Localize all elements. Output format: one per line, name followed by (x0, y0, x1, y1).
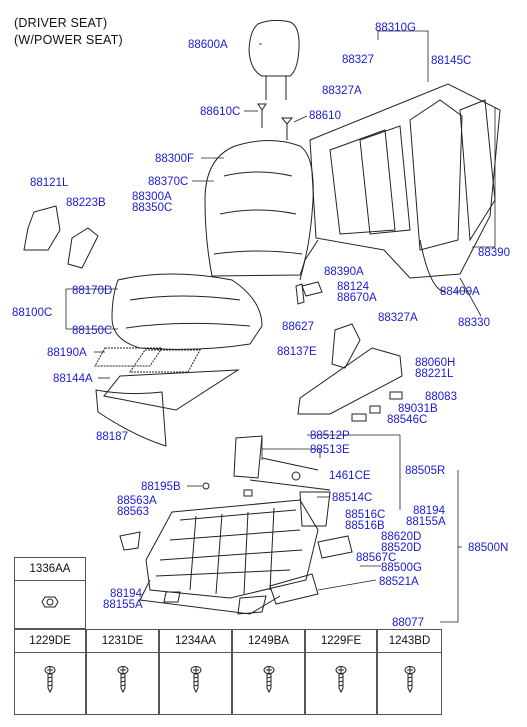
nut-icon (41, 596, 59, 608)
fastener-cell-1249ba: 1249BA (232, 629, 305, 715)
part-label-89031b: 89031B (398, 403, 438, 415)
headrest-drawing (248, 19, 300, 77)
part-label-88505r: 88505R (405, 465, 446, 477)
part-label-88610c: 88610C (200, 106, 241, 118)
fastener-code: 1243BD (378, 630, 441, 653)
part-label-88223b: 88223B (66, 197, 106, 209)
part-label-88100c: 88100C (12, 307, 53, 319)
seat-back-frame-drawing (309, 83, 501, 279)
part-label-88563a: 88563A (117, 495, 157, 507)
part-label-88155a: 88155A (406, 516, 446, 528)
part-label-88137e: 88137E (277, 346, 317, 358)
fastener-code: 1229DE (15, 630, 85, 653)
part-label-88300a: 88300A (132, 191, 172, 203)
part-label-88513e: 88513E (310, 444, 350, 456)
part-label-88144a: 88144A (53, 373, 93, 385)
part-label-88195b: 88195B (141, 481, 181, 493)
seat-cushion-drawing (111, 273, 263, 350)
screw-icon (335, 666, 347, 694)
part-label-88563: 88563 (117, 506, 149, 518)
part-label-88521a: 88521A (379, 576, 419, 588)
fastener-cell-1229de: 1229DE (14, 629, 86, 715)
part-label-88610: 88610 (309, 110, 341, 122)
part-label-88327a-2: 88327A (378, 312, 418, 324)
part-label-88170d: 88170D (72, 285, 113, 297)
part-label-88150c: 88150C (72, 325, 113, 337)
fastener-code: 1336AA (15, 558, 85, 581)
part-label-88327: 88327 (342, 54, 374, 66)
part-label-88514c: 88514C (332, 492, 373, 504)
fastener-cell-1229fe: 1229FE (305, 629, 377, 715)
part-label-88516b: 88516B (345, 520, 385, 532)
part-label-88627: 88627 (282, 321, 314, 333)
seat-back-drawing (204, 140, 314, 277)
part-label-88221l: 88221L (415, 368, 454, 380)
part-label-88300f: 88300F (155, 153, 195, 165)
screw-icon (44, 666, 56, 694)
part-label-88670a: 88670A (337, 292, 377, 304)
part-label-88155a-2: 88155A (103, 599, 143, 611)
part-label-88190a: 88190A (47, 347, 87, 359)
part-label-88145c: 88145C (431, 55, 472, 67)
part-label-88121l: 88121L (30, 177, 69, 189)
side-cover-drawing (297, 347, 403, 415)
fastener-code: 1229FE (306, 630, 376, 653)
fastener-cell-1243bd: 1243BD (377, 629, 442, 715)
part-label-88546c: 88546C (387, 414, 428, 426)
part-label-88520d: 88520D (381, 542, 422, 554)
part-label-88327a: 88327A (322, 85, 362, 97)
part-label-88500n: 88500N (468, 542, 509, 554)
part-label-1461ce: 1461CE (329, 470, 371, 482)
fastener-cell-1231de: 1231DE (86, 629, 159, 715)
part-label-88390a: 88390A (324, 266, 364, 278)
fastener-code: 1234AA (160, 630, 231, 653)
part-label-88370c: 88370C (148, 176, 189, 188)
part-label-88060h: 88060H (415, 357, 456, 369)
part-label-88194: 88194 (413, 505, 445, 517)
part-label-88512p: 88512P (310, 430, 350, 442)
part-label-88187: 88187 (96, 431, 128, 443)
part-label-88310g: 88310G (375, 22, 416, 34)
fastener-cell-1234aa: 1234AA (159, 629, 232, 715)
part-label-88330: 88330 (458, 317, 490, 329)
part-label-88124: 88124 (337, 281, 369, 293)
part-label-88390: 88390 (478, 247, 510, 259)
screw-icon (190, 666, 201, 694)
screw-icon (263, 666, 274, 694)
seat-adjuster-frame-drawing (145, 499, 319, 599)
part-label-88500g: 88500G (381, 562, 422, 574)
diagram-subtitle-power-seat: (W/POWER SEAT) (14, 33, 123, 47)
part-label-88600a: 88600A (188, 39, 228, 51)
side-shield-drawing (23, 205, 61, 251)
part-label-88516c: 88516C (345, 509, 386, 521)
part-label-88077: 88077 (392, 617, 424, 629)
diagram-subtitle-driver-seat: (DRIVER SEAT) (14, 16, 108, 30)
screw-icon (117, 666, 128, 694)
part-label-88567c: 88567C (356, 552, 397, 564)
fastener-cell-top: 1336AA (14, 557, 86, 629)
fastener-code: 1249BA (233, 630, 304, 653)
screw-icon (404, 666, 415, 694)
part-label-88400a: 88400A (440, 286, 480, 298)
part-label-88083: 88083 (425, 391, 457, 403)
part-label-88620d: 88620D (381, 531, 422, 543)
part-label-88350c: 88350C (132, 202, 173, 214)
fastener-code: 1231DE (87, 630, 158, 653)
part-label-88194-2: 88194 (110, 588, 142, 600)
